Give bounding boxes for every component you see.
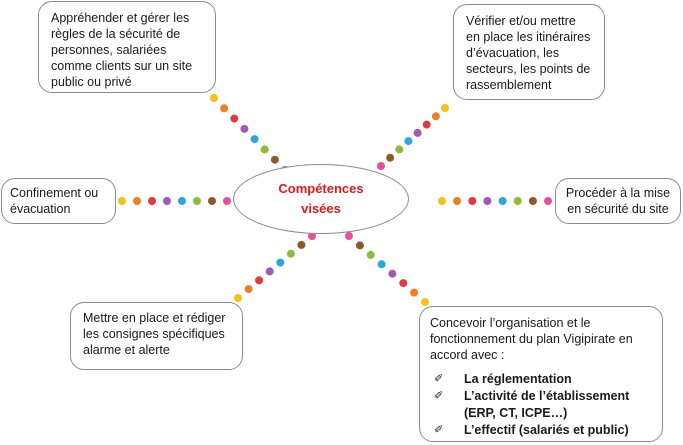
box-bottom-right: Concevoir l’organisation et le fonctionn… xyxy=(419,306,663,442)
connector-dot xyxy=(220,104,229,113)
connector-dot xyxy=(431,112,440,121)
requirements-list: ✐ La réglementation ✐ L’activité de l’ét… xyxy=(430,371,652,439)
connector-dot xyxy=(498,197,507,205)
connector-dot xyxy=(404,137,413,146)
list-item-text: L’activité de l’établissement (ERP, CT, … xyxy=(464,389,630,420)
connector-dot xyxy=(413,128,422,137)
center-ellipse: Compétences visées xyxy=(233,164,409,234)
connector-dot xyxy=(410,288,419,297)
connector-dot xyxy=(118,197,126,205)
connector-dot xyxy=(395,145,404,154)
connector-dot xyxy=(366,250,375,259)
connector-dot xyxy=(230,114,239,123)
connector-dot xyxy=(250,135,259,144)
list-item-text: L’effectif (salariés et public) xyxy=(464,423,629,437)
pencil-icon: ✐ xyxy=(434,424,444,436)
pencil-icon: ✐ xyxy=(434,373,444,385)
box-top-right-text: Vérifier et/ou mettre en place les itiné… xyxy=(466,14,591,92)
box-top-right: Vérifier et/ou mettre en place les itiné… xyxy=(453,4,605,100)
connector-dot xyxy=(240,124,249,133)
connector-dot xyxy=(388,269,397,278)
connector-dot xyxy=(308,232,316,240)
connector-dot xyxy=(223,197,231,205)
connector-dot xyxy=(133,197,141,205)
connector-dot xyxy=(422,120,431,129)
center-label: Compétences visées xyxy=(278,181,364,216)
connector-dot xyxy=(270,155,279,164)
connector-dot xyxy=(386,153,395,162)
list-item-text: La réglementation xyxy=(464,372,572,386)
connector-dot xyxy=(178,197,186,205)
connector-dot xyxy=(483,197,492,205)
connector-dot xyxy=(148,197,156,205)
list-item: ✐ L’activité de l’établissement (ERP, CT… xyxy=(430,388,652,422)
box-bottom-right-intro: Concevoir l’organisation et le fonctionn… xyxy=(430,316,633,362)
box-left: Confinement ou évacuation xyxy=(1,178,116,224)
box-top-left: Appréhender et gérer les règles de la sé… xyxy=(38,1,216,93)
box-right-text: Procéder à la mise en sécurité du site xyxy=(565,186,671,216)
pencil-icon: ✐ xyxy=(434,390,444,402)
box-right: Procéder à la mise en sécurité du site xyxy=(555,178,681,224)
connector-dot xyxy=(377,162,385,170)
list-item: ✐ La réglementation xyxy=(430,371,652,388)
connector-dot xyxy=(355,241,364,250)
connector-dot xyxy=(276,258,285,267)
connector-dot xyxy=(265,267,274,276)
connector-dot xyxy=(244,285,253,294)
connector-dot xyxy=(255,276,264,285)
connector-dot xyxy=(377,260,386,269)
connector-dot xyxy=(441,104,449,112)
connector-dot xyxy=(453,197,462,205)
connector-dot xyxy=(345,232,353,240)
connector-dot xyxy=(544,197,552,205)
connector-dot xyxy=(513,197,522,205)
box-left-text: Confinement ou évacuation xyxy=(10,186,99,216)
list-item: ✐ L’effectif (salariés et public) xyxy=(430,422,652,439)
connector-dot xyxy=(286,249,295,258)
connector-dot xyxy=(208,197,216,205)
connector-dot xyxy=(193,197,201,205)
connector-dot xyxy=(210,94,218,102)
connector-dot xyxy=(163,197,171,205)
box-bottom-left-text: Mettre en place et rédiger les consignes… xyxy=(83,311,226,357)
connector-dot xyxy=(438,197,446,205)
connector-dot xyxy=(399,279,408,288)
connector-dot xyxy=(421,298,429,306)
box-bottom-left: Mettre en place et rédiger les consignes… xyxy=(70,302,243,370)
connector-dot xyxy=(234,294,242,302)
connector-dot xyxy=(260,145,269,154)
connector-dot xyxy=(468,197,477,205)
box-top-left-text: Appréhender et gérer les règles de la sé… xyxy=(51,11,193,89)
connector-dot xyxy=(297,240,306,249)
connector-dot xyxy=(528,197,537,205)
